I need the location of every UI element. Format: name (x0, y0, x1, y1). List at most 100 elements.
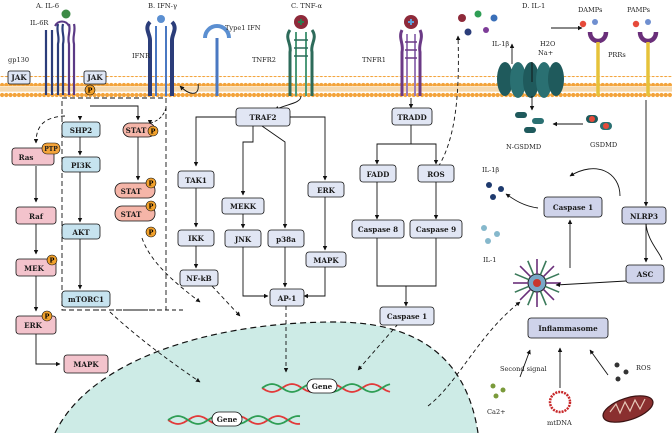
svg-text:JNK: JNK (234, 235, 252, 244)
svg-text:JAK: JAK (86, 73, 103, 82)
svg-text:P: P (88, 87, 93, 95)
svg-text:P: P (45, 313, 50, 321)
node-stat-2: STAT (114, 182, 156, 199)
node-tradd: TRADD (391, 107, 433, 126)
node-ikk: IKK (177, 229, 215, 247)
svg-text:ERK: ERK (317, 186, 335, 195)
svg-text:P: P (149, 180, 154, 188)
svg-text:MAPK: MAPK (313, 256, 339, 265)
svg-text:JAK: JAK (10, 73, 27, 82)
nucleus (54, 321, 479, 433)
svg-text:STAT: STAT (121, 210, 142, 219)
node-nlrp3: NLRP3 (621, 206, 667, 225)
inflammasome-spoke (527, 291, 535, 306)
inflammasome-spoke (539, 291, 547, 306)
svg-text:Caspase 1: Caspase 1 (553, 203, 593, 212)
section-title-il1: D. IL-1 (522, 2, 545, 10)
phospho-badges: P P P P P P P (41, 84, 159, 322)
svg-text:Caspase 1: Caspase 1 (387, 312, 427, 321)
node-shp2: SHP2 (61, 121, 101, 138)
inflammasome-assembly-icon (527, 273, 547, 293)
svg-text:TAK1: TAK1 (185, 176, 207, 185)
ca-label: Ca2+ (487, 408, 506, 416)
gsdmd-pore-icon (497, 62, 564, 98)
il1-label: IL-1 (483, 256, 496, 264)
svg-text:mTORC1: mTORC1 (68, 295, 104, 304)
node-traf2: TRAF2 (235, 107, 291, 127)
svg-text:Gene: Gene (217, 415, 238, 424)
svg-text:P: P (151, 128, 156, 136)
svg-text:PI3K: PI3K (71, 161, 92, 170)
svg-text:MEK: MEK (24, 264, 44, 273)
ligand-dots-icon (579, 19, 651, 28)
ifnr-label: IFNR (132, 52, 151, 60)
phospho-badge: P (145, 177, 157, 189)
node-caspase9: Caspase 9 (409, 219, 463, 239)
node-mtorc1: mTORC1 (61, 290, 111, 308)
node-erk-c: ERK (307, 181, 345, 198)
svg-text:p38a: p38a (276, 235, 296, 244)
svg-text:AP-1: AP-1 (277, 294, 297, 303)
node-jak-b: JAK (83, 70, 107, 85)
gsdmd-label: GSDMD (590, 141, 617, 149)
svg-text:P: P (149, 229, 154, 237)
inflammasome-spoke (542, 265, 555, 278)
svg-text:MAPK: MAPK (73, 360, 99, 369)
gene-label-2: Gene (211, 411, 243, 427)
svg-text:ERK: ERK (24, 321, 42, 330)
tnfr1-label: TNFR1 (362, 56, 386, 64)
node-p38a: p38a (267, 229, 305, 248)
mitochondrion-icon (602, 395, 654, 423)
inflammasome-spoke (519, 288, 532, 301)
svg-text:TRADD: TRADD (397, 113, 426, 122)
extracellular-particles-icon (458, 10, 498, 36)
svg-text:Gene: Gene (312, 382, 333, 391)
damps-label: DAMPs (578, 6, 603, 14)
gene-label-1: Gene (306, 378, 338, 394)
svg-text:P: P (149, 203, 154, 211)
il6-receptor-icon (44, 9, 76, 95)
svg-text:P: P (50, 257, 55, 265)
il1-dots-icon (481, 225, 500, 244)
svg-text:NF-kB: NF-kB (186, 274, 211, 283)
ros-dots-icon (614, 362, 629, 382)
ca-dots-icon (490, 383, 506, 399)
type1-ifn-receptor-icon (203, 24, 231, 96)
n-gsdmd-label: N-GSDMD (506, 143, 541, 151)
node-ap1: AP-1 (269, 288, 305, 307)
ros-label: ROS (636, 364, 651, 372)
pamps-label: PAMPs (627, 6, 651, 14)
svg-text:AKT: AKT (71, 228, 90, 237)
inflammasome-spoke (519, 265, 532, 278)
phospho-badge: P (145, 226, 157, 238)
phospho-badge: P (46, 254, 58, 266)
svg-text:SHP2: SHP2 (70, 126, 92, 135)
node-asc: ASC (625, 264, 665, 284)
gp130-label: gp130 (8, 56, 29, 64)
node-nfkb: NF-kB (179, 269, 219, 287)
svg-text:Caspase 9: Caspase 9 (416, 225, 456, 234)
h2o-label: H2O (540, 40, 556, 48)
node-jnk: JNK (224, 229, 262, 248)
svg-text:PTP: PTP (44, 146, 58, 153)
node-caspase1-c: Caspase 1 (379, 306, 435, 326)
node-mapk-c: MAPK (305, 251, 347, 268)
na-label: Na+ (538, 49, 553, 57)
node-fadd: FADD (359, 164, 397, 183)
node-jak-a: JAK (7, 70, 31, 85)
prrs-label: PRRs (608, 51, 626, 59)
il6r-label: IL-6R (30, 19, 49, 27)
svg-text:IKK: IKK (188, 234, 205, 243)
pathway-connectors (33, 25, 663, 407)
inflammasome-spoke (545, 273, 560, 281)
svg-text:STAT: STAT (121, 187, 142, 196)
node-raf: Raf (15, 206, 57, 225)
svg-text:FADD: FADD (367, 170, 390, 179)
node-pi3k: PI3K (61, 156, 101, 173)
mtdna-icon (548, 390, 572, 414)
svg-text:Ras: Ras (19, 153, 34, 162)
phospho-badge: P (145, 200, 157, 212)
phospho-badge: P (84, 84, 96, 96)
node-inflammasome: Inflammasome (527, 317, 609, 339)
n-gsdmd-fragments-icon (515, 112, 544, 133)
